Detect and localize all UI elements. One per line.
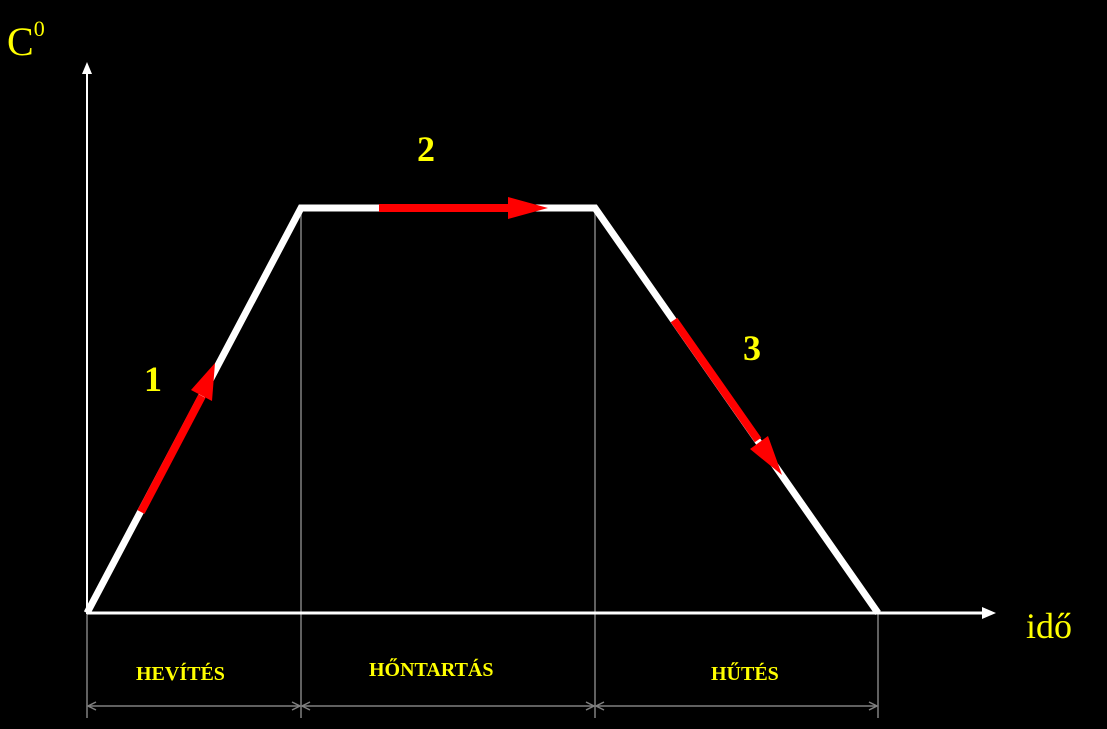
y-axis-label-text: C	[7, 19, 34, 64]
step-label-1: 1	[144, 359, 162, 399]
step-label-2: 2	[417, 129, 435, 169]
dimension-line-heating	[86, 701, 302, 711]
y-axis-label-superscript: 0	[33, 16, 45, 41]
y-axis-label: C0	[7, 18, 45, 64]
phase-label-cooling: HŰTÉS	[711, 663, 779, 685]
cooling-arrow	[670, 317, 782, 475]
y-axis	[82, 62, 92, 614]
temperature-curve	[83, 204, 881, 616]
heating-arrow	[137, 363, 215, 514]
dimension-line-holding	[300, 701, 596, 711]
dimension-line-cooling	[594, 701, 879, 711]
phase-label-holding: HŐNTARTÁS	[369, 659, 494, 681]
step-label-3: 3	[743, 328, 761, 368]
x-axis	[87, 607, 996, 619]
phase-label-heating: HEVÍTÉS	[136, 663, 225, 685]
holding-arrow	[379, 197, 548, 219]
x-axis-label: idő	[1026, 606, 1073, 646]
